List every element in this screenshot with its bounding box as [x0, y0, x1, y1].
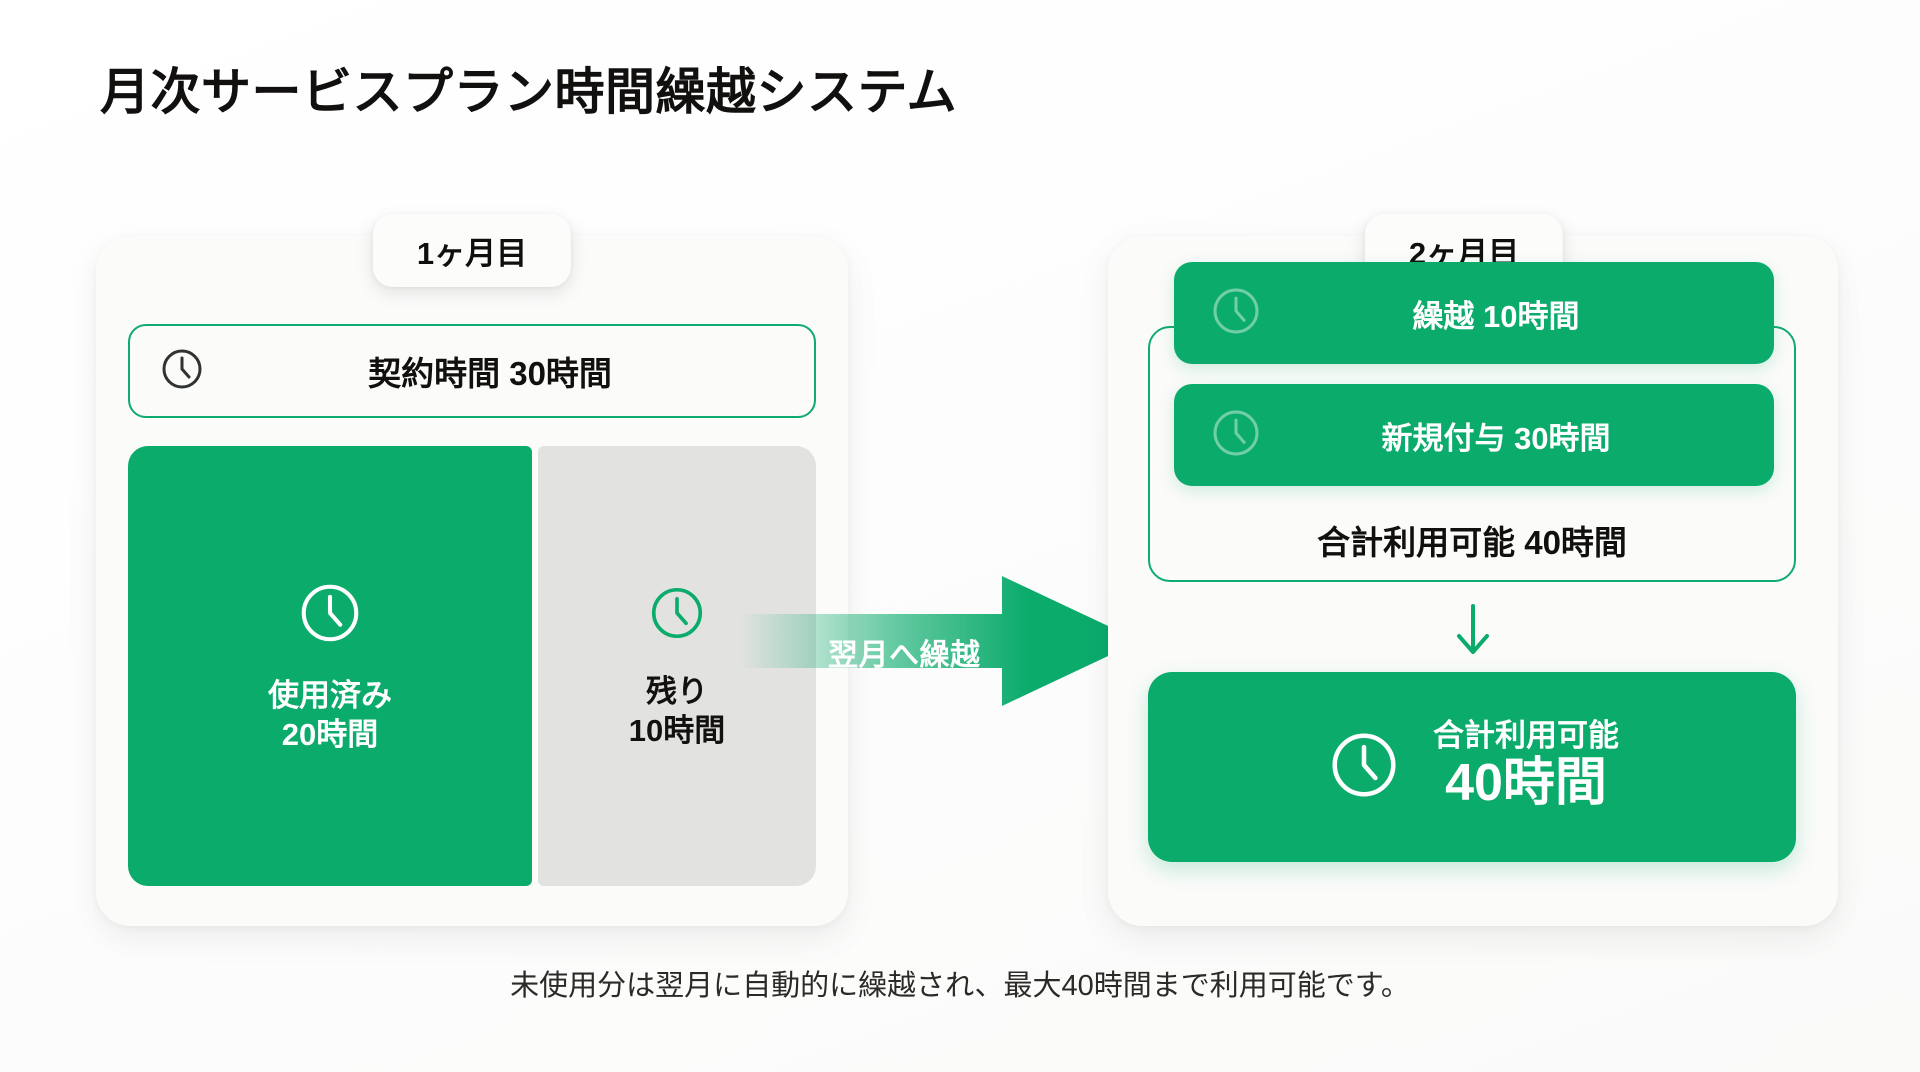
- carryover-row-label: 繰越 10時間: [1412, 298, 1580, 334]
- total-available-line1: 合計利用可能: [1433, 718, 1619, 754]
- total-available-box: 合計利用可能 40時間: [1148, 672, 1796, 862]
- clock-icon: [1208, 283, 1264, 344]
- remaining-hours-line1: 残り: [645, 674, 708, 710]
- used-hours-line1: 使用済み: [268, 678, 392, 714]
- new-grant-row-label: 新規付与 30時間: [1381, 420, 1611, 456]
- used-hours-text: 使用済み 20時間: [268, 677, 392, 754]
- month1-badge: 1ヶ月目: [372, 214, 572, 287]
- usage-split: 使用済み 20時間 残り 10時間: [128, 446, 816, 886]
- month2-subtotal-label: 合計利用可能 40時間: [1317, 524, 1627, 561]
- used-hours-line2: 20時間: [281, 716, 379, 752]
- clock-icon: [1325, 726, 1403, 809]
- clock-icon: [295, 578, 365, 653]
- new-grant-row: 新規付与 30時間: [1174, 384, 1774, 486]
- contract-hours-bar: 契約時間 30時間: [128, 324, 816, 418]
- total-available-line2: 40時間: [1445, 754, 1607, 813]
- page-title: 月次サービスプラン時間繰越システム: [100, 64, 957, 120]
- clock-icon: [158, 345, 206, 398]
- clock-icon: [646, 582, 708, 649]
- carryover-row: 繰越 10時間: [1174, 262, 1774, 364]
- clock-icon: [1208, 405, 1264, 466]
- carryover-arrow: [740, 572, 1140, 710]
- remaining-hours-text: 残り 10時間: [629, 673, 725, 750]
- month2-card: 2ヶ月目 合計利用可能 40時間 繰越 10時間 新規付与 30時間: [1108, 214, 1838, 926]
- arrow-down-icon: [1451, 604, 1495, 662]
- month1-card: 1ヶ月目 契約時間 30時間 使用済み: [96, 214, 848, 926]
- footer-caption: 未使用分は翌月に自動的に繰越され、最大40時間まで利用可能です。: [510, 970, 1410, 1002]
- contract-hours-label: 契約時間 30時間: [368, 355, 612, 392]
- remaining-hours-line2: 10時間: [628, 712, 726, 748]
- carryover-arrow-label: 翌月へ繰越: [828, 639, 981, 672]
- used-hours-block: 使用済み 20時間: [128, 446, 532, 886]
- total-available-text: 合計利用可能 40時間: [1433, 719, 1619, 814]
